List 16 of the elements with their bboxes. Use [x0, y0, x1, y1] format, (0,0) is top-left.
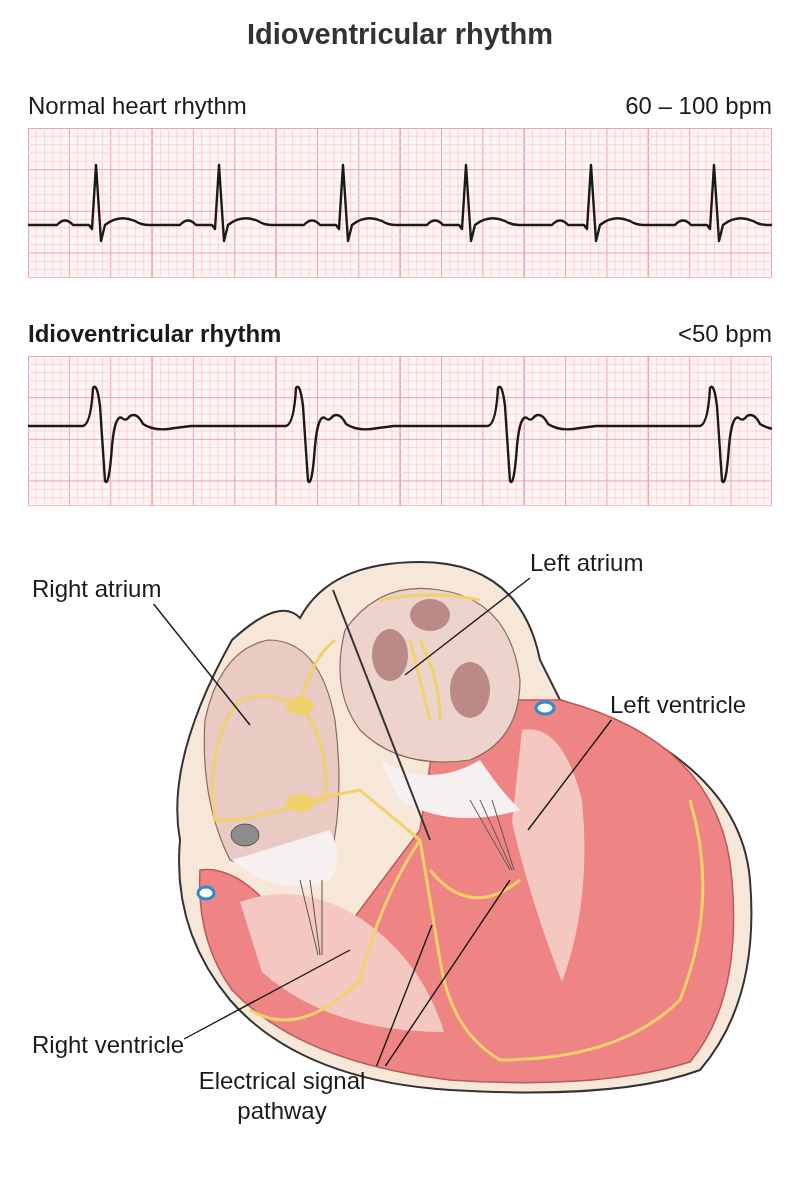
part-label: Left ventricle [610, 690, 747, 720]
title: Idioventricular rhythm [245, 18, 555, 51]
leader-line [183, 949, 351, 1040]
part-label: Right atrium [32, 574, 162, 604]
leader-line [404, 577, 531, 676]
leader-line [527, 719, 613, 831]
strip-heading: Normal heart rhythm [28, 92, 247, 120]
leader-line [375, 924, 433, 1067]
part-label: Electrical signal pathway [172, 1066, 392, 1126]
heart-rate: <50 bpm [677, 320, 772, 348]
part-label: Left atrium [530, 548, 644, 578]
leader-line [152, 603, 251, 726]
heart-rate: 60 – 100 bpm [625, 92, 772, 120]
strip-heading: Idioventricular rhythm [28, 320, 282, 348]
part-label: Right ventricle [32, 1030, 185, 1060]
leader-line [384, 879, 511, 1067]
